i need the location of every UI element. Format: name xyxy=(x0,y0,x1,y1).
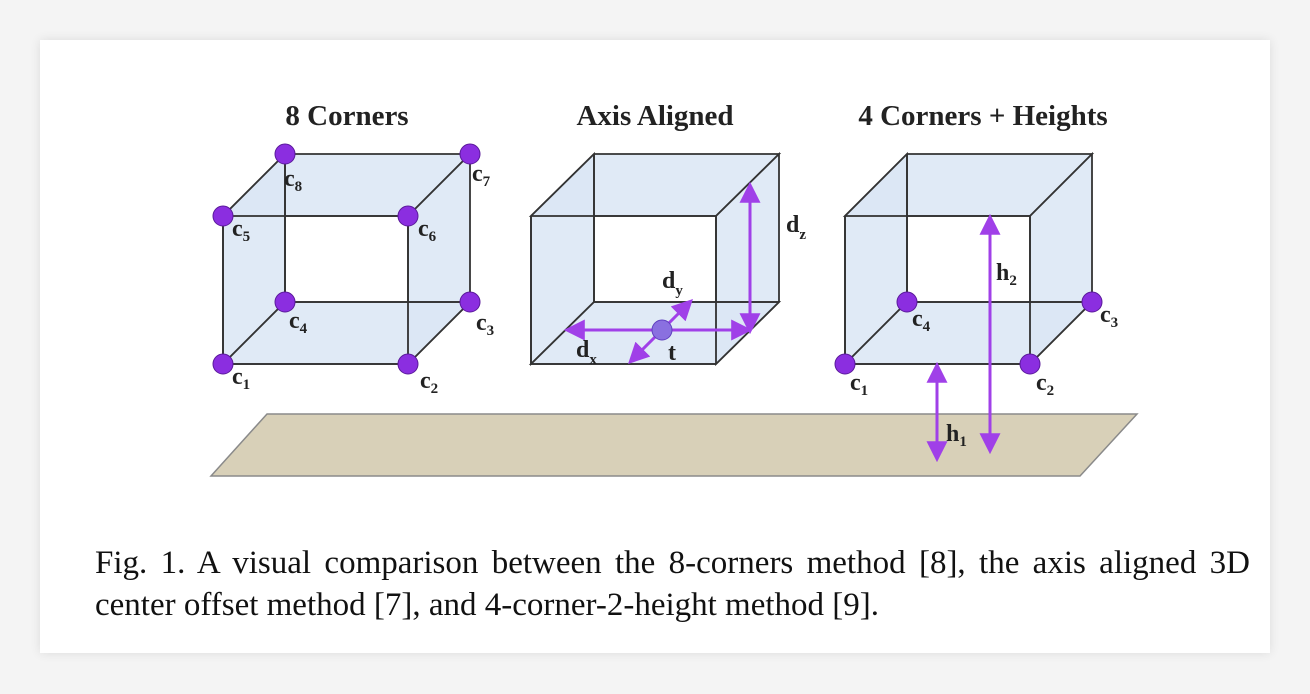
height-arrows xyxy=(926,213,1001,463)
dy-label: dy xyxy=(662,268,683,299)
panel-4-corners-points xyxy=(834,291,1103,375)
panel-8-corners-box xyxy=(220,151,473,367)
corner-point xyxy=(274,291,296,313)
corner-label: c1 xyxy=(850,370,868,399)
panel-title: 8 Corners xyxy=(285,100,408,132)
corner-label: c3 xyxy=(476,310,494,339)
corner-label: c2 xyxy=(1036,370,1054,399)
figure-caption: Fig. 1. A visual comparison between the … xyxy=(95,545,1250,623)
corner-label: c7 xyxy=(472,161,491,190)
ground-plane xyxy=(209,413,1139,477)
corner-label: c4 xyxy=(912,306,931,335)
h1-label: h1 xyxy=(946,421,967,450)
dx-label: dx xyxy=(576,337,597,368)
corner-label: c5 xyxy=(232,216,250,245)
corner-point xyxy=(397,205,419,227)
corner-point xyxy=(459,143,481,165)
panel-4-corners-box xyxy=(842,151,1095,367)
center-point xyxy=(651,319,673,341)
corner-point xyxy=(459,291,481,313)
corner-label: c4 xyxy=(289,308,308,337)
corner-point xyxy=(1081,291,1103,313)
corner-point xyxy=(274,143,296,165)
panel-8-corners-points xyxy=(212,143,481,375)
corner-label: c1 xyxy=(232,364,250,393)
h2-label: h2 xyxy=(996,260,1017,289)
dz-label: dz xyxy=(786,212,806,243)
corner-point xyxy=(212,353,234,375)
corner-label: c6 xyxy=(418,216,437,245)
corner-point xyxy=(1019,353,1041,375)
corner-point xyxy=(896,291,918,313)
corner-point xyxy=(834,353,856,375)
corner-label: c2 xyxy=(420,368,438,397)
corner-point xyxy=(212,205,234,227)
corner-label: c8 xyxy=(284,166,302,195)
panel-title: Axis Aligned xyxy=(576,100,733,132)
corner-point xyxy=(397,353,419,375)
corner-label: c3 xyxy=(1100,302,1118,331)
panel-title: 4 Corners + Heights xyxy=(858,100,1107,132)
center-label: t xyxy=(668,340,676,366)
